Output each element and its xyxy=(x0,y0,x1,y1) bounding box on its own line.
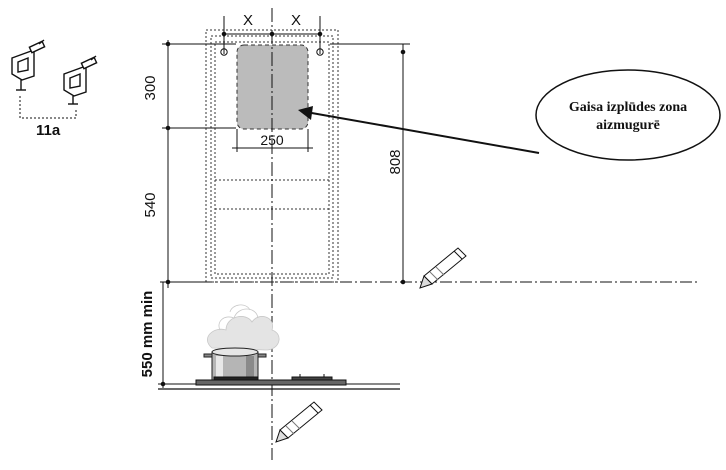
clearance-label: 550 mm min xyxy=(139,291,156,378)
x-dimension-right-label: X xyxy=(291,12,301,29)
bracket-icon-right xyxy=(63,55,98,105)
clearance-dimension xyxy=(158,282,400,388)
bracket-icon-left xyxy=(11,39,46,91)
vent-width-dimension xyxy=(232,129,313,152)
bracket-label: 11a xyxy=(36,122,61,139)
callout-line-1: Gaisa izplūdes zona xyxy=(569,100,687,115)
x-dimension xyxy=(220,16,324,56)
cooking-pot xyxy=(203,347,267,381)
wall-brackets-11a xyxy=(11,39,98,119)
vent-width-label: 250 xyxy=(260,132,284,148)
callout-arrow xyxy=(298,106,540,154)
cooktop-hob xyxy=(195,374,347,386)
left-height-dimension xyxy=(160,40,236,288)
callout-line-2: aizmugurē xyxy=(596,118,660,133)
height-300-label: 300 xyxy=(142,75,159,100)
pencil-icon xyxy=(419,247,467,289)
height-808-label: 808 xyxy=(387,149,404,174)
x-dimension-left-label: X xyxy=(243,12,253,29)
steam-cloud xyxy=(207,304,280,351)
callout-bubble xyxy=(535,69,721,161)
height-540-label: 540 xyxy=(142,192,159,217)
pencil-icon-lower xyxy=(275,401,323,443)
